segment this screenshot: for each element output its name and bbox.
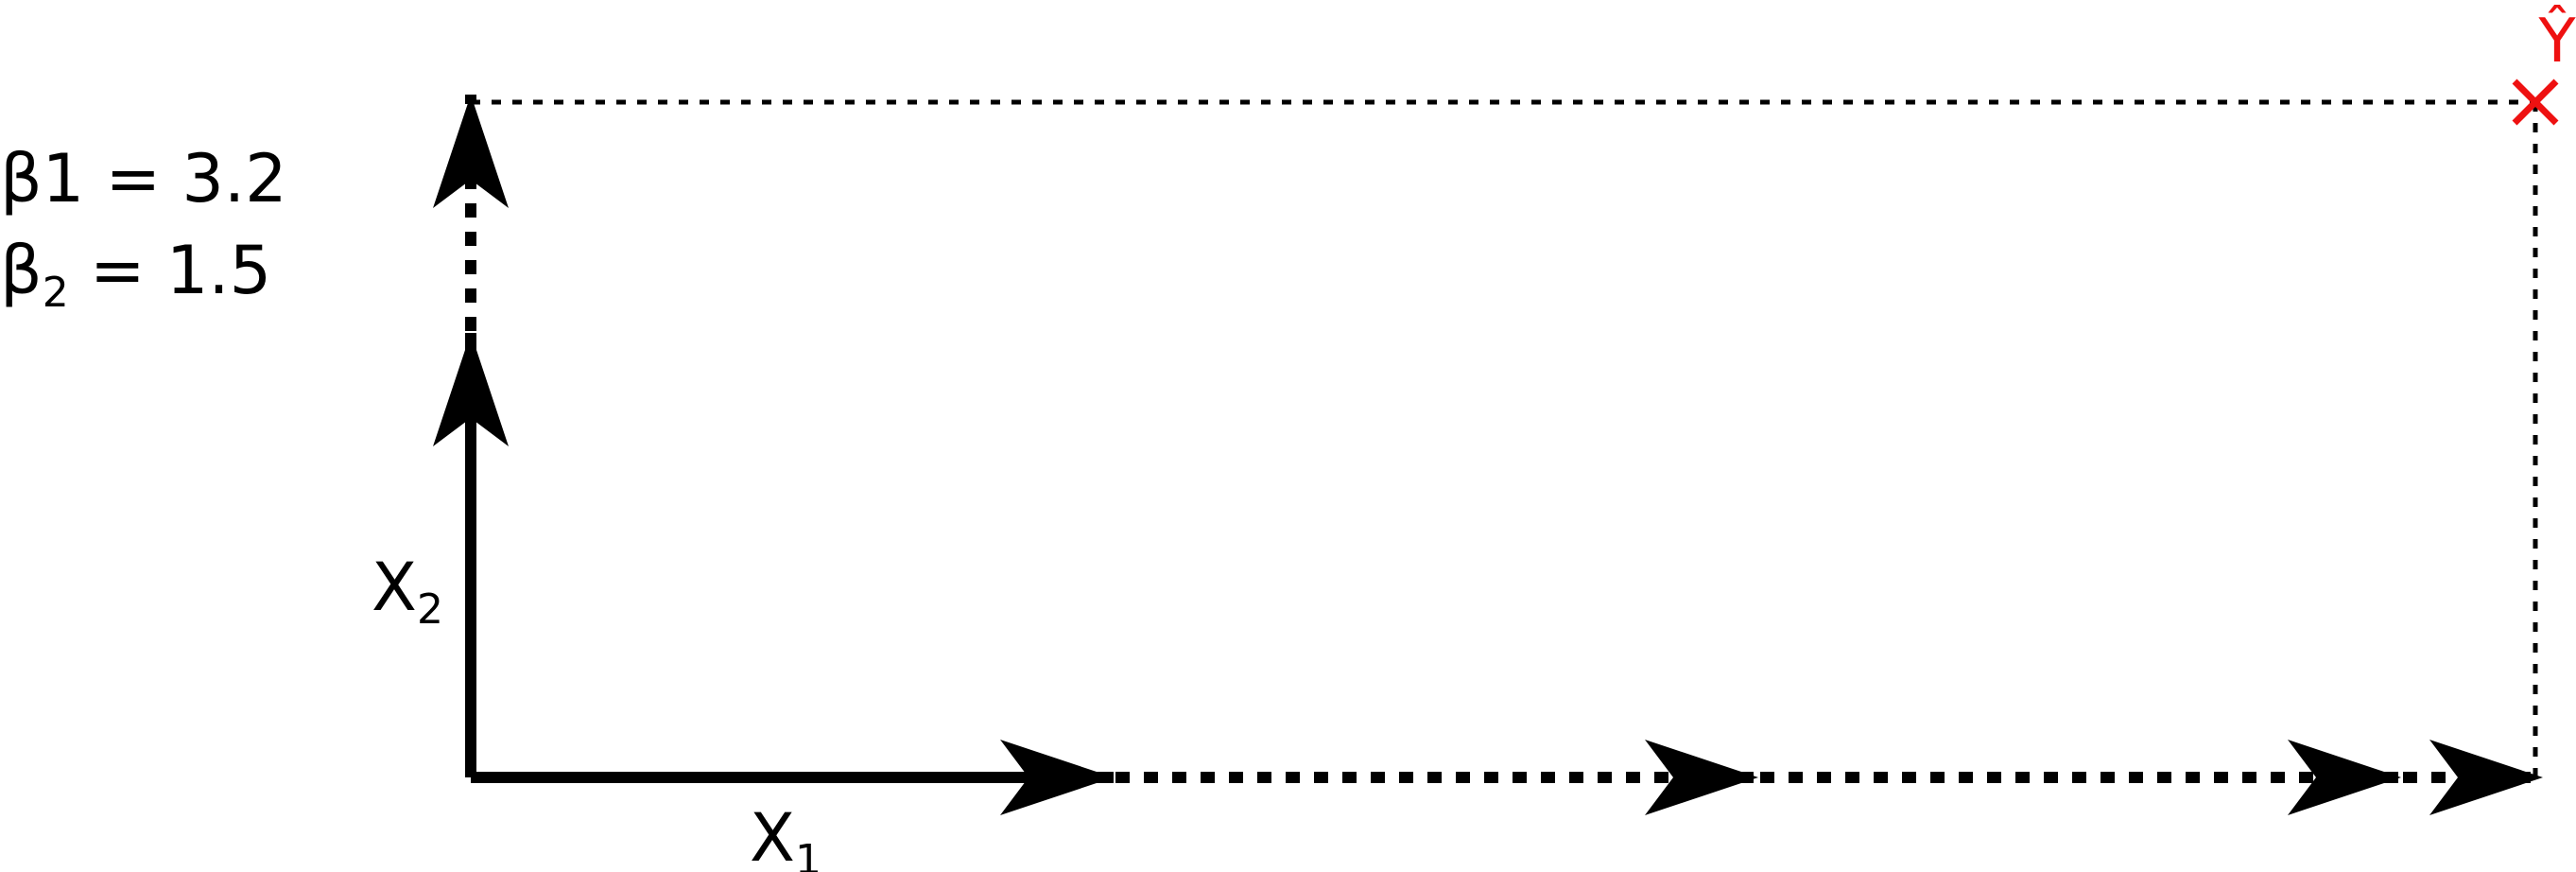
- prediction-marker-icon: [2512, 78, 2559, 126]
- x1-axis-label: X1: [750, 799, 821, 872]
- beta2-label: β2 = 1.5: [0, 232, 271, 317]
- prediction-label: Ŷ: [2537, 5, 2576, 77]
- beta1-label: β1 = 3.2: [0, 140, 287, 218]
- x2-axis-label: X2: [372, 549, 443, 634]
